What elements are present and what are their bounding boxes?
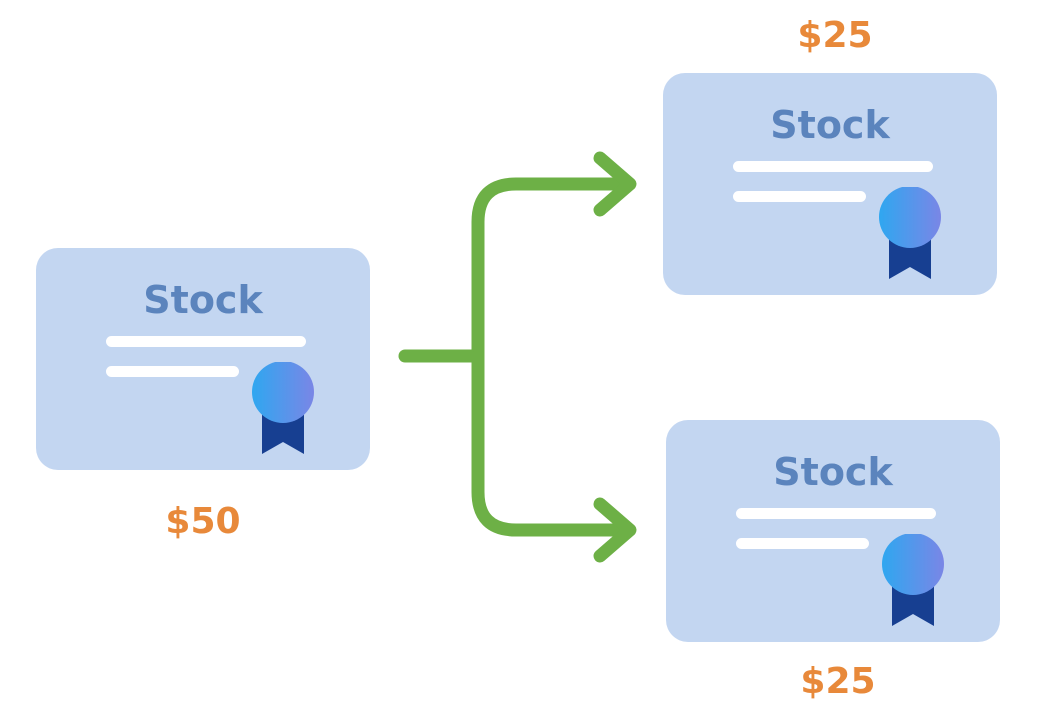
ribbon-badge-icon bbox=[252, 362, 314, 454]
split-price-top: $25 bbox=[797, 15, 873, 56]
certificate-title: Stock bbox=[143, 278, 263, 322]
arrowhead-top bbox=[593, 151, 637, 217]
arrow-branch-bottom bbox=[471, 349, 635, 537]
arrow-branch-top bbox=[471, 177, 635, 363]
arrowhead-bottom bbox=[593, 497, 637, 563]
certificate-title: Stock bbox=[770, 103, 890, 147]
certificate-text-line bbox=[106, 366, 239, 377]
certificate-text-line bbox=[733, 191, 866, 202]
certificate-text-line bbox=[736, 538, 869, 549]
ribbon-badge-icon bbox=[882, 534, 944, 626]
certificate-title: Stock bbox=[773, 450, 893, 494]
source-price: $50 bbox=[165, 501, 241, 542]
certificate-text-line bbox=[733, 161, 933, 172]
split-stock-certificate-top: Stock bbox=[663, 73, 997, 295]
certificate-text-line bbox=[736, 508, 936, 519]
source-stock-certificate: Stock bbox=[36, 248, 370, 470]
split-stock-certificate-bottom: Stock bbox=[666, 420, 1000, 642]
split-price-bottom: $25 bbox=[800, 661, 876, 702]
ribbon-badge-icon bbox=[879, 187, 941, 279]
certificate-text-line bbox=[106, 336, 306, 347]
